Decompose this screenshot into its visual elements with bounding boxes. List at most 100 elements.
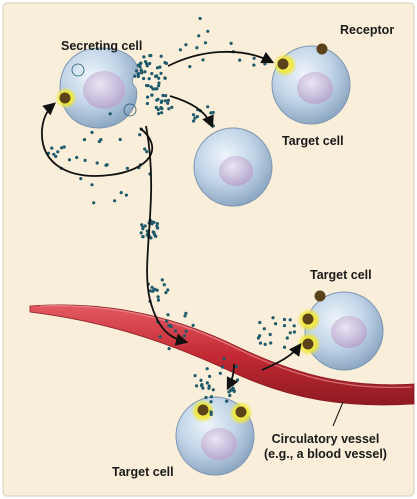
hormone-dot (209, 410, 213, 414)
hormone-dot (143, 147, 147, 151)
hormone-dot (170, 105, 174, 109)
hormone-dot (148, 61, 152, 66)
hormone-dot (161, 93, 165, 98)
hormone-dot (218, 371, 222, 375)
hormone-dot (151, 87, 155, 91)
hormone-dot (178, 48, 182, 52)
receptor (302, 313, 314, 325)
hormone-dot (195, 46, 199, 50)
hormone-dot (162, 283, 166, 287)
hormone-dot (234, 364, 239, 369)
hormone-dot (152, 232, 156, 236)
hormone-dot (193, 374, 197, 378)
hormone-dot (209, 395, 214, 399)
hormone-dot (142, 76, 146, 81)
hormone-dot (160, 99, 164, 103)
hormone-dot (147, 77, 151, 81)
hormone-dot (108, 112, 112, 116)
hormone-dot (157, 84, 161, 88)
arrow-to-middle-cell (169, 95, 214, 129)
hormone-dot (199, 378, 203, 382)
hormone-dot (292, 330, 296, 334)
hormone-dot (262, 327, 266, 331)
target-cell-top-label: Target cell (282, 134, 344, 148)
hormone-dot (166, 101, 170, 105)
hormone-dot (274, 322, 278, 326)
hormone-dot (159, 106, 163, 110)
blood-vessel (29, 304, 415, 406)
hormone-dot (155, 87, 159, 91)
hormone-dot (143, 224, 147, 228)
secreting-cell (55, 47, 139, 129)
hormone-dot (56, 150, 60, 154)
hormone-dot (138, 133, 142, 137)
hormone-dot (209, 412, 213, 416)
hormone-dot (139, 61, 143, 65)
target-cell-right (297, 290, 384, 371)
hormone-dot (268, 332, 272, 337)
hormone-dot (182, 334, 186, 338)
hormone-dot (258, 320, 262, 325)
hormone-dot (148, 54, 152, 58)
hormone-dot (252, 56, 256, 60)
hormone-dot (125, 166, 129, 170)
arrow-to-right-target (261, 342, 302, 371)
hormone-dot (60, 146, 64, 150)
hormone-dot (139, 70, 143, 74)
hormone-dot (288, 331, 292, 335)
target-cell-top-right (271, 43, 351, 125)
hormone-dot (158, 65, 162, 69)
hormone-dot (155, 288, 159, 292)
hormone-dot (207, 386, 211, 390)
hormone-dot (156, 226, 160, 230)
hormone-dot (54, 154, 58, 158)
hormone-dot (133, 74, 137, 78)
arrow-to-top-target (167, 50, 275, 67)
hormone-dot (150, 93, 154, 97)
hormone-dot (188, 65, 192, 69)
hormone-dot (159, 71, 163, 75)
hormone-dot (203, 41, 208, 45)
hormone-dot (157, 81, 161, 85)
hormone-dot (152, 288, 156, 292)
hormone-dot (155, 98, 159, 102)
hormone-dot (151, 230, 155, 234)
hormone-dot (50, 146, 54, 150)
hormone-dot (193, 116, 197, 120)
hormone-dot (62, 145, 66, 149)
hormone-dot (156, 295, 160, 299)
hormone-dot (282, 324, 287, 328)
hormone-dot (163, 61, 167, 65)
hormone-dot (184, 43, 188, 47)
signal-arrows (41, 50, 302, 391)
hormone-dot (145, 229, 149, 233)
hormone-dot (252, 63, 256, 67)
hormone-dot (230, 383, 234, 387)
hormone-dot (204, 395, 208, 400)
hormone-dot (152, 220, 156, 224)
hormone-dot (206, 29, 210, 33)
receptor (316, 43, 328, 55)
hormone-dot (198, 16, 202, 21)
hormone-dot (95, 161, 99, 165)
target-cell-bottom (175, 396, 255, 476)
hormone-dot (146, 95, 150, 99)
arrow-into-vessel (145, 125, 189, 346)
hormone-dot (164, 291, 168, 295)
hormone-dot (191, 323, 195, 327)
hormone-dot (195, 384, 199, 388)
hormone-dot (285, 336, 289, 340)
hormone-dot (67, 158, 72, 162)
hormone-dot (263, 342, 267, 346)
hormone-dot (208, 374, 212, 378)
hormone-dot (167, 107, 171, 111)
hormone-dot (143, 70, 147, 74)
hormone-dot (197, 34, 201, 38)
hormone-dot (222, 357, 226, 361)
hormone-dot (157, 112, 161, 116)
hormone-dot (165, 319, 169, 323)
hormone-dot (79, 177, 83, 181)
hormone-dot (173, 329, 178, 333)
hormone-dot (145, 150, 149, 154)
